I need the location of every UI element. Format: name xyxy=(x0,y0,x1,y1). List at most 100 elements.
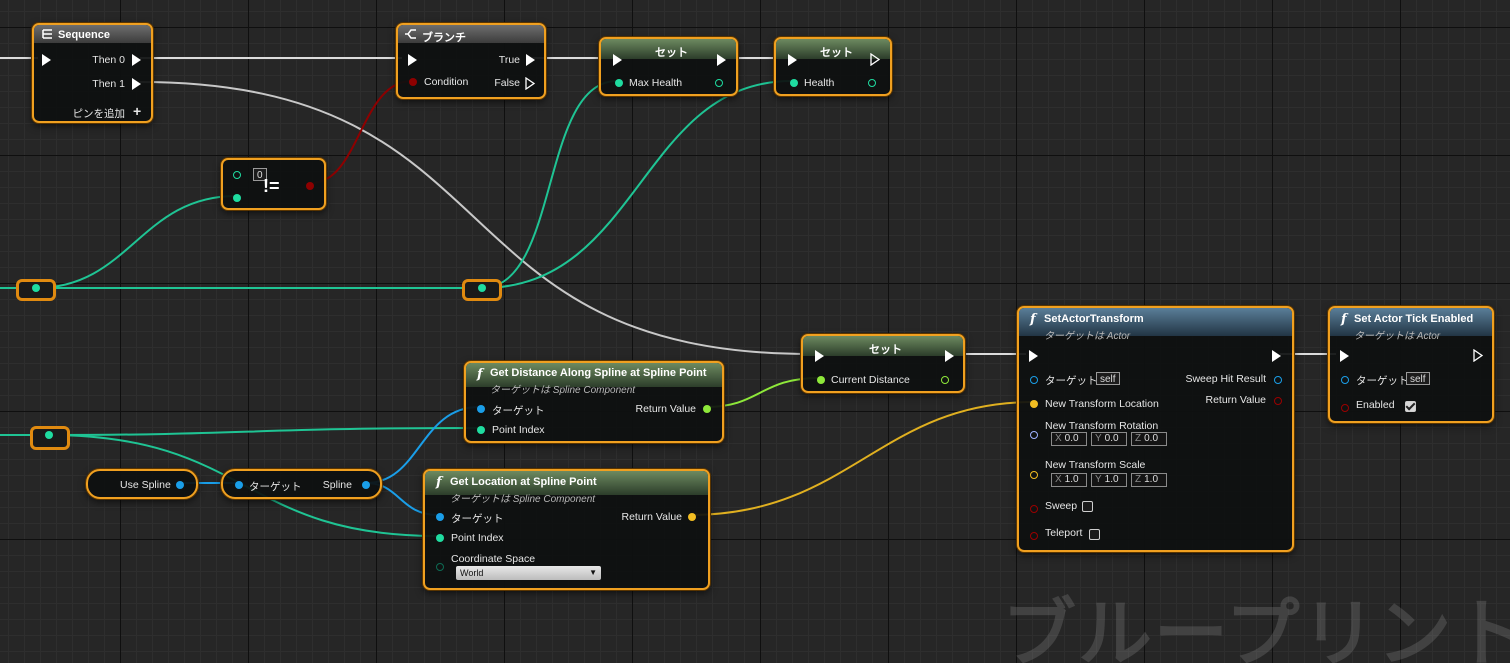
set-health-node[interactable]: セット Health xyxy=(774,37,892,96)
set-actor-tick-target-self[interactable]: self xyxy=(1406,372,1430,385)
teleport-checkbox[interactable] xyxy=(1089,529,1100,540)
set-actor-transform-target-label: ターゲット xyxy=(1045,375,1098,387)
sweep-pin[interactable] xyxy=(1030,505,1038,513)
get-location-point-index-pin[interactable] xyxy=(436,534,444,542)
teleport-pin[interactable] xyxy=(1030,532,1038,540)
set-max-health-node[interactable]: セット Max Health xyxy=(599,37,738,96)
set-current-distance-node[interactable]: セット Current Distance xyxy=(801,334,965,393)
spline-getter-out-pin[interactable] xyxy=(362,481,370,489)
new-transform-scale-label: New Transform Scale xyxy=(1045,459,1146,471)
int-wire-reroute-notequal xyxy=(35,195,237,289)
new-transform-location-label: New Transform Location xyxy=(1045,398,1159,410)
set-health-value-pin[interactable] xyxy=(790,79,798,87)
get-location-return-label: Return Value xyxy=(621,511,682,523)
set-actor-transform-exec-out[interactable] xyxy=(1272,350,1281,362)
set-actor-tick-exec-in[interactable] xyxy=(1340,350,1349,362)
set-max-health-exec-in[interactable] xyxy=(613,54,622,66)
reroute-pin[interactable] xyxy=(478,284,486,292)
set-actor-tick-target-pin[interactable] xyxy=(1341,376,1349,384)
set-actor-transform-target-pin[interactable] xyxy=(1030,376,1038,384)
not-equal-node[interactable]: 0 != xyxy=(221,158,326,210)
get-location-at-spline-point-node[interactable]: f Get Location at Spline Point ターゲットは Sp… xyxy=(423,469,710,590)
get-distance-point-index-pin[interactable] xyxy=(477,426,485,434)
function-icon: f xyxy=(1341,312,1347,327)
set-max-health-label: Max Health xyxy=(629,77,683,89)
set-actor-transform-target-self[interactable]: self xyxy=(1096,372,1120,385)
new-transform-rotation-label: New Transform Rotation xyxy=(1045,420,1159,432)
sequence-add-pin-label[interactable]: ピンを追加 xyxy=(72,108,126,120)
coordinate-space-select[interactable]: World ▼ xyxy=(456,566,601,580)
reroute-pin[interactable] xyxy=(32,284,40,292)
sweep-hit-result-pin[interactable] xyxy=(1274,376,1282,384)
set-health-exec-out[interactable] xyxy=(870,53,881,66)
get-distance-target-pin[interactable] xyxy=(477,405,485,413)
set-actor-tick-header xyxy=(1330,308,1492,336)
not-equal-default-value-field[interactable]: 0 xyxy=(253,168,267,181)
get-location-subtitle: ターゲットは Spline Component xyxy=(450,494,596,505)
set-actor-tick-enabled-node[interactable]: f Set Actor Tick Enabled ターゲットは Actor ター… xyxy=(1328,306,1494,423)
set-max-health-value-pin[interactable] xyxy=(615,79,623,87)
branch-node-header xyxy=(398,25,544,43)
set-current-distance-value-pin[interactable] xyxy=(817,376,825,384)
sequence-then0-pin[interactable] xyxy=(132,54,141,66)
branch-false-pin[interactable] xyxy=(525,77,536,90)
get-distance-along-spline-node[interactable]: f Get Distance Along Spline at Spline Po… xyxy=(464,361,724,443)
add-pin-plus-icon[interactable]: + xyxy=(133,103,142,119)
spline-getter-target-pin[interactable] xyxy=(235,481,243,489)
use-spline-out-pin[interactable] xyxy=(176,481,184,489)
set-current-distance-out-pin[interactable] xyxy=(941,376,949,384)
enabled-checkbox[interactable] xyxy=(1405,401,1416,412)
get-location-target-label: ターゲット xyxy=(451,513,504,525)
enabled-pin[interactable] xyxy=(1341,404,1349,412)
set-actor-transform-return-pin[interactable] xyxy=(1274,397,1282,405)
set-actor-transform-exec-in[interactable] xyxy=(1029,350,1038,362)
spline-getter-node[interactable]: ターゲット Spline xyxy=(221,469,382,499)
set-current-distance-exec-out[interactable] xyxy=(945,350,954,362)
branch-true-label: True xyxy=(498,54,520,66)
set-actor-transform-subtitle: ターゲットは Actor xyxy=(1044,331,1131,342)
use-spline-variable-node[interactable]: Use Spline xyxy=(86,469,198,499)
set-actor-transform-node[interactable]: f SetActorTransform ターゲットは Actor ターゲット s… xyxy=(1017,306,1294,552)
get-location-return-pin[interactable] xyxy=(688,513,696,521)
branch-condition-pin[interactable] xyxy=(409,78,417,86)
set-max-health-out-pin[interactable] xyxy=(715,79,723,87)
set-current-distance-title: セット xyxy=(869,344,902,356)
not-equal-output-pin[interactable] xyxy=(306,182,314,190)
new-transform-scale-pin[interactable] xyxy=(1030,471,1038,479)
not-equal-input-b-pin[interactable] xyxy=(233,194,241,202)
new-transform-rotation-pin[interactable] xyxy=(1030,431,1038,439)
sequence-then1-pin[interactable] xyxy=(132,78,141,90)
branch-exec-in-pin[interactable] xyxy=(408,54,417,66)
set-health-out-pin[interactable] xyxy=(868,79,876,87)
sequence-title: Sequence xyxy=(58,29,110,41)
sweep-hit-result-label: Sweep Hit Result xyxy=(1185,373,1266,385)
blueprint-watermark: ブループリント xyxy=(1002,591,1510,663)
set-actor-transform-title: SetActorTransform xyxy=(1044,313,1144,325)
set-actor-transform-header xyxy=(1019,308,1292,336)
set-actor-transform-return-label: Return Value xyxy=(1205,394,1266,406)
branch-true-pin[interactable] xyxy=(526,54,535,66)
set-actor-tick-exec-out[interactable] xyxy=(1473,349,1484,362)
set-health-exec-in[interactable] xyxy=(788,54,797,66)
set-actor-tick-title: Set Actor Tick Enabled xyxy=(1354,313,1474,325)
sequence-icon xyxy=(42,29,52,39)
reroute-pin[interactable] xyxy=(45,431,53,439)
sweep-checkbox[interactable] xyxy=(1082,501,1093,512)
set-max-health-exec-out[interactable] xyxy=(717,54,726,66)
not-equal-input-a-pin[interactable] xyxy=(233,171,241,179)
get-location-target-pin[interactable] xyxy=(436,513,444,521)
sequence-exec-in-pin[interactable] xyxy=(42,54,51,66)
get-location-coordinate-space-pin[interactable] xyxy=(436,563,444,571)
new-transform-location-pin[interactable] xyxy=(1030,400,1038,408)
get-distance-return-pin[interactable] xyxy=(703,405,711,413)
sequence-node[interactable]: Sequence Then 0 Then 1 ピンを追加 + xyxy=(32,23,153,123)
branch-node[interactable]: ブランチ True Condition False xyxy=(396,23,546,99)
set-current-distance-exec-in[interactable] xyxy=(815,350,824,362)
